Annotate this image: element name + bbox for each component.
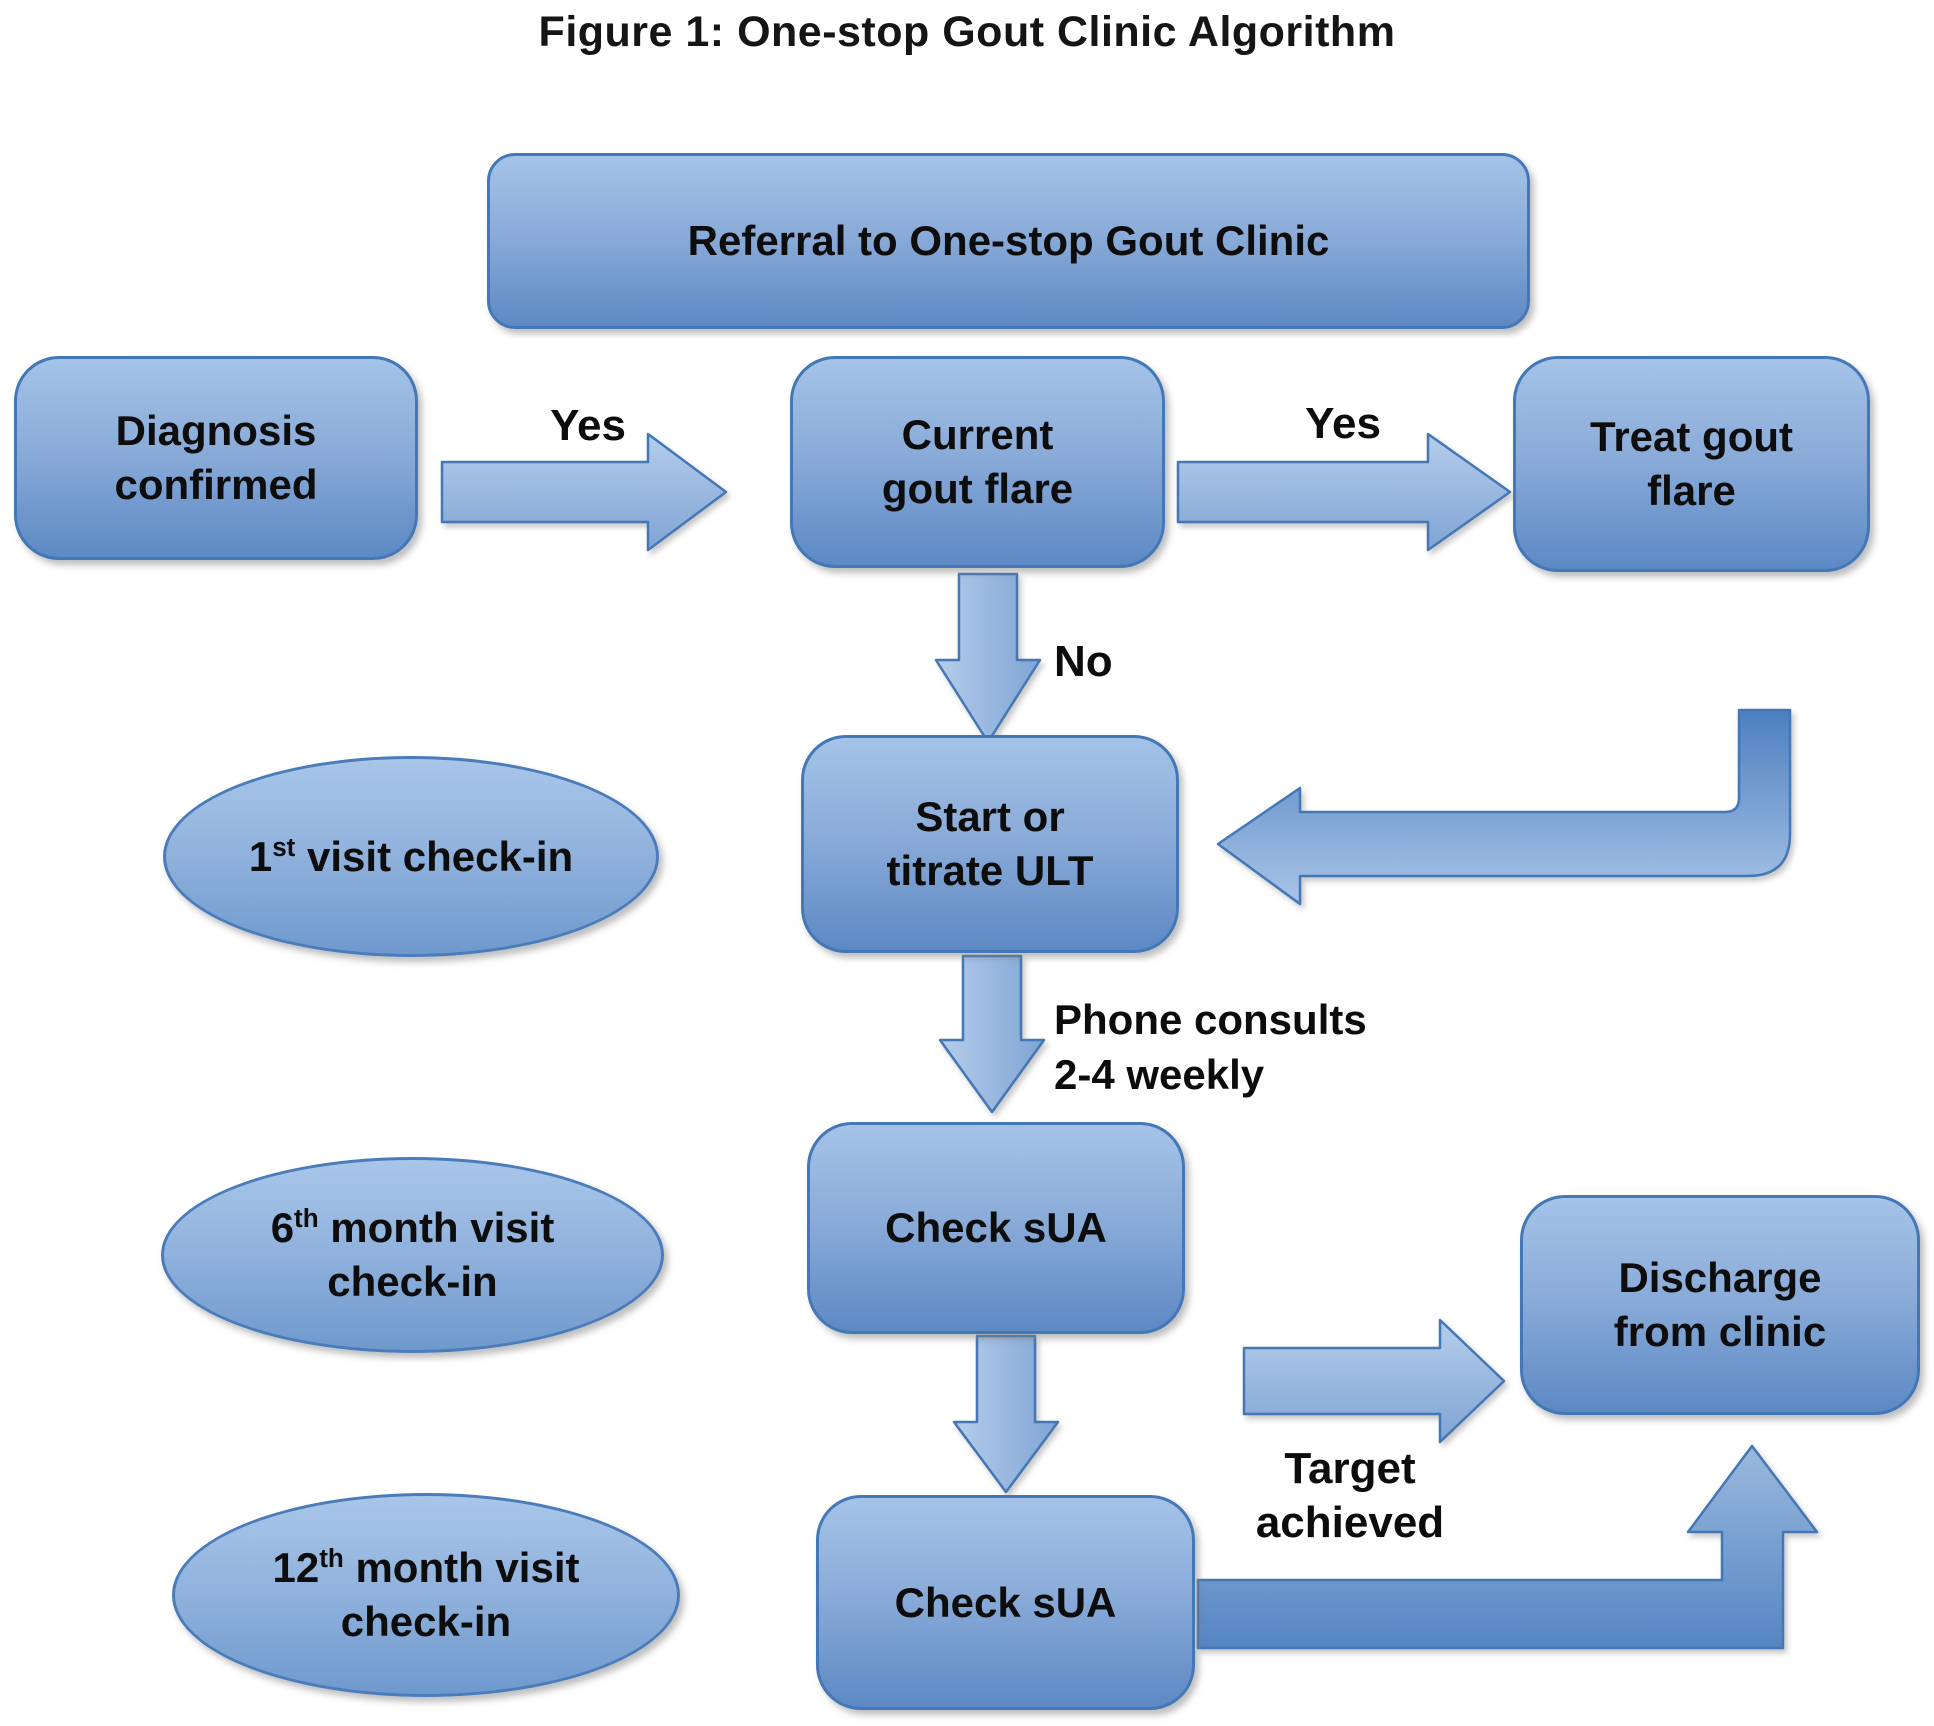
ellipse-sixth-month-visit-checkin: 6th month visit check-in <box>161 1157 664 1353</box>
node-label: 1st visit check-in <box>249 830 573 884</box>
ordinal-number: 1 <box>248 832 273 880</box>
ellipse-first-visit-checkin: 1st visit check-in <box>163 756 659 957</box>
node-label: confirmed <box>114 461 318 508</box>
edge-label-line: achieved <box>1255 1497 1445 1547</box>
arrow-target-achieved-to-discharge-icon <box>1242 1318 1506 1444</box>
ordinal-rest: month visit <box>318 1204 555 1252</box>
ordinal-rest: month visit <box>343 1544 580 1592</box>
node-label: 6th month visit <box>271 1201 555 1255</box>
arrow-check-sua-to-check-sua2-icon <box>952 1334 1060 1494</box>
edge-label-line: 2-4 weekly <box>1054 1051 1265 1099</box>
elbow-arrow-treat-flare-to-start-ult-icon <box>1216 708 1792 906</box>
node-label: titrate ULT <box>886 847 1094 894</box>
node-label: Start or <box>915 793 1065 841</box>
node-check-sua-second: Check sUA <box>816 1495 1195 1710</box>
node-diagnosis-confirmed: Diagnosis confirmed <box>14 356 418 560</box>
node-label: Diagnosis <box>115 407 317 455</box>
edge-label-line: Target <box>1284 1444 1416 1493</box>
node-label: gout flare <box>881 465 1074 512</box>
ordinal-suffix: th <box>319 1543 344 1574</box>
node-start-or-titrate-ult: Start or titrate ULT <box>801 735 1179 953</box>
ellipse-twelfth-month-visit-checkin: 12th month visit check-in <box>172 1493 680 1697</box>
ordinal-rest: visit check-in <box>295 832 574 880</box>
node-label: Discharge <box>1618 1254 1822 1302</box>
arrow-no-current-flare-to-start-ult-icon <box>934 572 1042 744</box>
ordinal-number: 12 <box>272 1544 320 1592</box>
node-label: 12th month visit <box>273 1541 580 1595</box>
node-label: from clinic <box>1613 1308 1827 1355</box>
edge-label-yes-2: Yes <box>1305 399 1381 448</box>
node-label: Check sUA <box>894 1578 1117 1626</box>
edge-label-phone-consults: Phone consults 2-4 weekly <box>1054 992 1367 1103</box>
arrow-yes-diagnosis-to-current-flare-icon <box>440 432 728 552</box>
figure-title: Figure 1: One-stop Gout Clinic Algorithm <box>538 8 1396 56</box>
node-label: check-in <box>340 1598 512 1645</box>
node-label: Current <box>901 411 1054 459</box>
elbow-arrow-check-sua2-to-discharge-icon <box>1196 1444 1819 1650</box>
ordinal-suffix: th <box>294 1203 319 1234</box>
node-label: Check sUA <box>885 1204 1107 1252</box>
ordinal-number: 6 <box>270 1204 295 1252</box>
edge-label-target-achieved: Target achieved <box>1232 1442 1468 1549</box>
ordinal-suffix: st <box>272 831 296 862</box>
node-treat-gout-flare: Treat gout flare <box>1513 356 1870 572</box>
arrow-yes-current-flare-to-treat-icon <box>1176 432 1512 552</box>
edge-label-yes-1: Yes <box>550 401 626 450</box>
node-label: Treat gout <box>1589 413 1793 461</box>
node-label: Referral to One-stop Gout Clinic <box>687 217 1330 265</box>
arrow-start-ult-to-check-sua-icon <box>938 954 1046 1114</box>
node-label: check-in <box>327 1258 498 1305</box>
edge-label-no: No <box>1054 637 1113 686</box>
node-discharge-from-clinic: Discharge from clinic <box>1520 1195 1920 1415</box>
edge-label-line: Phone consults <box>1054 996 1367 1043</box>
node-referral: Referral to One-stop Gout Clinic <box>487 153 1530 329</box>
node-current-gout-flare: Current gout flare <box>790 356 1165 568</box>
node-check-sua-first: Check sUA <box>807 1122 1185 1334</box>
node-label: flare <box>1647 467 1736 514</box>
